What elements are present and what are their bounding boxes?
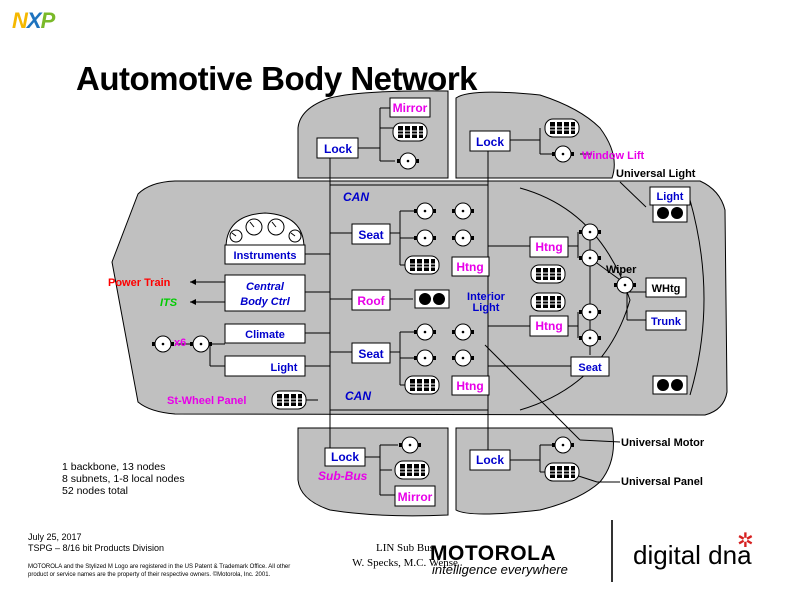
seat-right-label: Seat <box>578 362 602 374</box>
instruments-box <box>224 244 306 265</box>
motorola-logo: MOTOROLA <box>430 542 557 565</box>
seat-bottom-label: Seat <box>358 347 383 361</box>
dna-star-icon: ✲ <box>737 530 754 552</box>
universal-light-label: Universal Light <box>616 168 696 180</box>
window-lift-label: Window Lift <box>582 150 645 162</box>
lock-bottom-right-box <box>469 449 511 471</box>
motorola-tagline: intelligence everywhere <box>432 562 568 577</box>
lock-top-left-box <box>316 137 359 159</box>
whtg-label: WHtg <box>652 283 681 295</box>
mirror-bottom-label: Mirror <box>398 490 433 504</box>
light-right-box <box>649 186 691 206</box>
lock-bottom-left-box <box>324 447 366 467</box>
interior-line1-label: Interior <box>467 291 506 303</box>
universal-motor-label: Universal Motor <box>621 437 705 449</box>
climate-label: Climate <box>245 329 285 341</box>
light-left-label: Light <box>271 362 298 374</box>
roof-box <box>351 289 391 311</box>
central-body-ctrl-box <box>224 274 306 312</box>
htng-right-bottom-box <box>529 315 569 337</box>
lock-top-left-label: Lock <box>324 142 352 156</box>
footer-center: LIN Sub Bus W. Specks, M.C. Wense <box>335 541 475 571</box>
footer-legal-2: product or service names are the propert… <box>28 572 271 578</box>
x6-label: x6 <box>174 337 186 349</box>
seat-top-label: Seat <box>358 228 383 242</box>
central-line2-label: Body Ctrl <box>240 296 290 308</box>
rear-left-door <box>455 91 615 179</box>
climate-box <box>224 323 306 344</box>
summary-line: 8 subnets, 1-8 local nodes <box>62 473 185 485</box>
footer-date: July 25, 2017 <box>28 532 82 542</box>
mirror-top-label: Mirror <box>393 101 428 115</box>
footer-divider <box>611 520 613 582</box>
htng-top-mid-box <box>451 256 490 277</box>
footer-center-title: LIN Sub Bus <box>375 542 435 554</box>
instruments-label: Instruments <box>234 250 297 262</box>
lock-top-right-label: Lock <box>476 135 504 149</box>
htng-bottom-mid-box <box>451 375 490 396</box>
power-train-label: Power Train <box>108 277 171 289</box>
sub-bus-label: Sub-Bus <box>318 469 368 483</box>
mirror-top-box <box>389 97 431 118</box>
htng-right-top-label: Htng <box>535 240 562 254</box>
lock-bottom-right-label: Lock <box>476 453 504 467</box>
can-top-label: CAN <box>343 190 369 204</box>
roof-label: Roof <box>357 294 385 308</box>
seat-right-box <box>570 356 610 377</box>
htng-top-mid-label: Htng <box>456 260 483 274</box>
central-line1-label: Central <box>246 281 285 293</box>
trunk-label: Trunk <box>651 316 682 328</box>
its-label: ITS <box>160 297 178 309</box>
htng-bottom-mid-label: Htng <box>456 379 483 393</box>
lock-bottom-left-label: Lock <box>331 450 359 464</box>
light-left-box <box>224 355 306 377</box>
st-wheel-panel-label: St-Wheel Panel <box>167 395 246 407</box>
interior-line2-label: Light <box>473 302 500 314</box>
summary-line: 52 nodes total <box>62 485 128 497</box>
summary-line: 1 backbone, 13 nodes <box>62 461 166 473</box>
windshield <box>519 187 631 411</box>
footer-center-authors: W. Specks, M.C. Wense <box>352 557 458 569</box>
htng-right-top-box <box>529 236 569 258</box>
htng-right-bottom-label: Htng <box>535 319 562 333</box>
seat-bottom-box <box>351 342 391 364</box>
rear-window <box>689 199 705 396</box>
wiper-label: Wiper <box>606 264 637 276</box>
seat-top-box <box>351 223 391 245</box>
footer-legal-1: MOTOROLA and the Stylized M Logo are reg… <box>28 564 291 570</box>
lock-top-right-box <box>469 130 511 152</box>
can-bottom-label: CAN <box>345 389 371 403</box>
instrument-cluster-icon <box>225 212 305 249</box>
footer-division: TSPG – 8/16 bit Products Division <box>28 543 165 553</box>
universal-panel-label: Universal Panel <box>621 476 703 488</box>
whtg-box <box>645 277 687 298</box>
light-right-label: Light <box>657 191 684 203</box>
trunk-box <box>645 310 687 331</box>
network-summary: 1 backbone, 13 nodes 8 subnets, 1-8 loca… <box>62 461 185 497</box>
mirror-bottom-box <box>394 485 436 507</box>
nxp-logo: NXP <box>12 8 55 33</box>
digital-dna-logo: digital dna <box>633 540 752 570</box>
